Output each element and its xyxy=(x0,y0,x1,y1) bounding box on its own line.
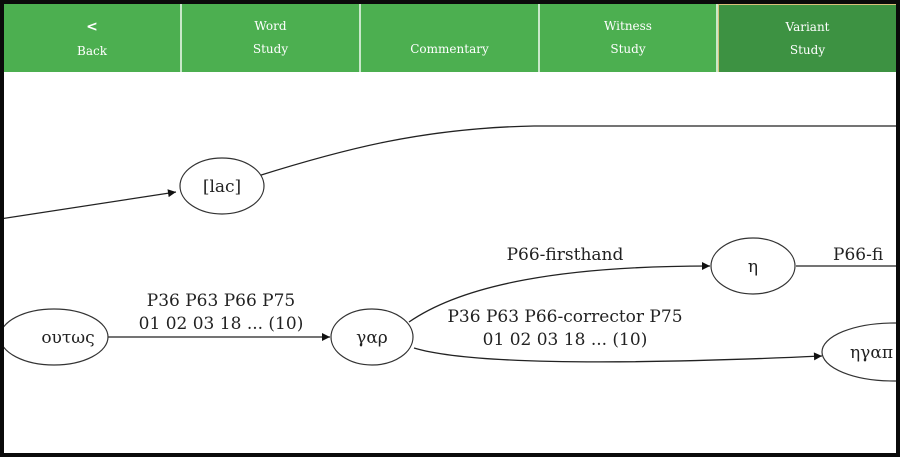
tab-label-line2: Study xyxy=(610,42,646,56)
graph-node[interactable]: ουτως xyxy=(4,308,109,366)
tab-variant-study[interactable]: Variant Study xyxy=(718,4,896,72)
tab-witness-study[interactable]: Witness Study xyxy=(540,4,718,72)
tab-commentary[interactable]: Commentary xyxy=(361,4,540,72)
app-frame: < Back Word Study Commentary Witness Stu… xyxy=(4,4,896,453)
chevron-left-icon: < xyxy=(86,19,98,35)
tab-word-study[interactable]: Word Study xyxy=(182,4,361,72)
edge-in-lac xyxy=(4,189,177,220)
edge-label: P36 P63 P66 P75 xyxy=(147,291,296,311)
edge-label: P66-fi xyxy=(833,245,883,265)
node-label: [lac] xyxy=(203,177,241,197)
tab-label: Commentary xyxy=(410,41,489,56)
graph-node[interactable]: γαρ xyxy=(330,308,414,366)
edge-label: P66-firsthand xyxy=(507,245,624,265)
tab-bar: < Back Word Study Commentary Witness Stu… xyxy=(4,4,896,72)
node-label: γαρ xyxy=(356,328,388,348)
tab-label: Back xyxy=(77,44,107,58)
node-label: ουτως xyxy=(41,328,94,348)
tab-label-line1: Variant xyxy=(785,19,830,34)
tab-label-line1: Witness xyxy=(604,19,652,33)
tab-label-line2: Study xyxy=(252,42,289,56)
edge-label: 01 02 03 18 ... (10) xyxy=(139,314,304,334)
tab-label-line2: Study xyxy=(789,42,826,57)
node-label: η xyxy=(748,257,758,277)
edge-lac-out xyxy=(257,125,896,177)
graph-node[interactable]: η xyxy=(710,237,796,295)
edge-gar-egap xyxy=(413,347,823,363)
node-label: ηγαπ xyxy=(850,343,893,363)
edge-gar-e xyxy=(408,262,711,323)
variant-graph: P36 P63 P66 P75 01 02 03 18 ... (10) P66… xyxy=(4,125,896,382)
edge-label: 01 02 03 18 ... (10) xyxy=(483,330,648,350)
tab-label-line1: Word xyxy=(254,19,287,33)
edge-label: P36 P63 P66-corrector P75 xyxy=(447,307,682,327)
graph-node[interactable]: ηγαπ xyxy=(821,322,896,382)
graph-node[interactable]: [lac] xyxy=(179,157,265,215)
tab-back[interactable]: < Back xyxy=(4,4,182,72)
